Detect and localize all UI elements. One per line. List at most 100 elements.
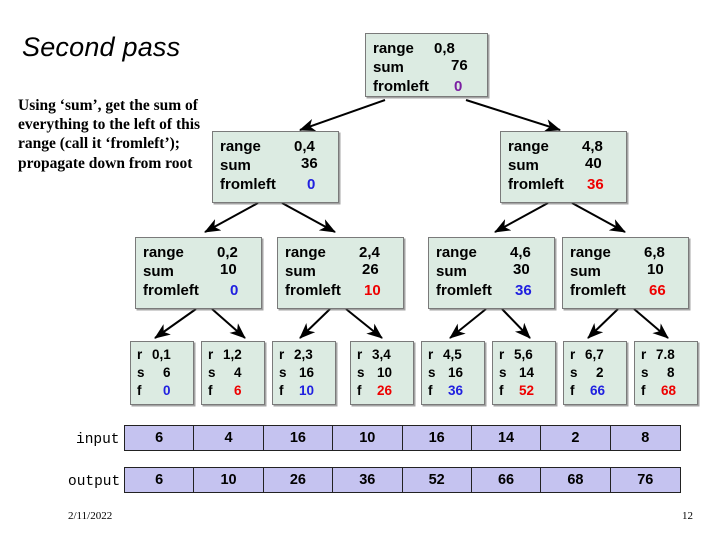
tree-leaf-0[interactable]: r 0,1 s 6 f 0 [130, 341, 194, 405]
node-value-fromleft: 0 [307, 176, 316, 193]
node-value-range: 0,1 [152, 347, 171, 362]
node-value-range: 4,6 [510, 244, 531, 261]
node-value-range: 7.8 [656, 347, 675, 362]
tree-leaf-3[interactable]: r 3,4 s 10 f 26 [350, 341, 414, 405]
input-array-cell[interactable]: 14 [472, 426, 542, 450]
node-value-fromleft: 10 [364, 282, 381, 299]
node-value-fromleft: 36 [515, 282, 532, 299]
tree-node-l1-0[interactable]: range 0,4 sum 36 fromleft 0 [212, 131, 339, 203]
node-label-fromleft: fromleft [570, 282, 626, 299]
input-array-cell[interactable]: 16 [403, 426, 472, 450]
output-array-cell[interactable]: 10 [194, 468, 264, 492]
input-array-cell[interactable]: 10 [333, 426, 403, 450]
node-label-sum: s [279, 365, 287, 380]
node-label-fromleft: f [641, 383, 646, 398]
node-value-fromleft: 66 [649, 282, 666, 299]
tree-node-l2-0[interactable]: range 0,2 sum 10 fromleft 0 [135, 237, 262, 309]
input-array-cell[interactable]: 6 [125, 426, 195, 450]
input-array-cell[interactable]: 4 [194, 426, 264, 450]
node-value-sum: 40 [585, 155, 602, 172]
node-label-range: r [208, 347, 214, 362]
input-array-cell[interactable]: 8 [641, 430, 650, 446]
description-text: Using ‘sum’, get the sum of everything t… [18, 97, 201, 172]
footer-date: 2/11/2022 [68, 510, 113, 522]
tree-leaf-7[interactable]: r 7.8 s 8 f 68 [634, 341, 698, 405]
page-title: Second pass [22, 32, 181, 62]
node-label-sum: s [428, 365, 436, 380]
node-value-sum: 16 [299, 365, 315, 380]
node-label-range: r [357, 347, 363, 362]
node-label-range: r [279, 347, 285, 362]
output-array-cell[interactable]: 66 [472, 468, 542, 492]
tree-node-root[interactable]: range 0,8 sum 76 fromleft 0 [365, 33, 488, 97]
node-value-fromleft: 0 [163, 383, 171, 398]
node-value-fromleft: 0 [454, 78, 463, 95]
node-label-sum: sum [373, 59, 404, 76]
node-label-range: range [143, 244, 184, 261]
tree-node-l2-2[interactable]: range 4,6 sum 30 fromleft 36 [428, 237, 555, 309]
output-array-cell[interactable]: 68 [541, 468, 611, 492]
node-value-range: 6,8 [644, 244, 665, 261]
node-label-range: r [641, 347, 647, 362]
node-value-sum: 16 [448, 365, 464, 380]
node-value-range: 4,5 [443, 347, 462, 362]
tree-leaf-6[interactable]: r 6,7 s 2 f 66 [563, 341, 627, 405]
output-array-cell[interactable]: 76 [637, 472, 654, 488]
tree-node-l2-1[interactable]: range 2,4 sum 26 fromleft 10 [277, 237, 404, 309]
node-label-sum: s [357, 365, 365, 380]
node-value-range: 0,4 [294, 138, 315, 155]
node-label-sum: s [208, 365, 216, 380]
tree-leaf-1[interactable]: r 1,2 s 4 f 6 [201, 341, 265, 405]
node-value-range: 2,4 [359, 244, 380, 261]
node-value-range: 4,8 [582, 138, 603, 155]
tree-node-l2-3[interactable]: range 6,8 sum 10 fromleft 66 [562, 237, 689, 309]
node-value-range: 5,6 [514, 347, 533, 362]
node-label-range: range [220, 138, 261, 155]
node-label-range: r [570, 347, 576, 362]
node-label-sum: sum [508, 157, 539, 174]
input-row-label: input [76, 432, 120, 448]
node-value-sum: 8 [667, 365, 675, 380]
node-value-sum: 2 [596, 365, 604, 380]
tree-leaf-5[interactable]: r 5,6 s 14 f 52 [492, 341, 556, 405]
output-array-cell[interactable]: 6 [125, 468, 195, 492]
node-value-sum: 14 [519, 365, 535, 380]
tree-node-l1-1[interactable]: range 4,8 sum 40 fromleft 36 [500, 131, 627, 203]
node-value-sum: 6 [163, 365, 171, 380]
node-label-fromleft: f [499, 383, 504, 398]
node-label-range: range [285, 244, 326, 261]
output-array-cell[interactable]: 36 [333, 468, 403, 492]
tree-leaf-2[interactable]: r 2,3 s 16 f 10 [272, 341, 336, 405]
output-array-cell[interactable]: 26 [264, 468, 334, 492]
node-label-sum: s [137, 365, 145, 380]
output-array-cell[interactable]: 52 [403, 468, 472, 492]
node-label-fromleft: fromleft [436, 282, 492, 299]
node-value-sum: 26 [362, 261, 379, 278]
node-value-range: 6,7 [585, 347, 604, 362]
node-label-fromleft: f [208, 383, 213, 398]
node-label-sum: sum [436, 263, 467, 280]
node-label-fromleft: f [279, 383, 284, 398]
node-label-sum: s [570, 365, 578, 380]
node-value-sum: 30 [513, 261, 530, 278]
node-label-range: range [373, 40, 414, 57]
node-value-fromleft: 52 [519, 383, 535, 398]
input-array-cell[interactable]: 2 [541, 426, 611, 450]
input-array-cell[interactable]: 16 [264, 426, 334, 450]
node-label-fromleft: f [137, 383, 142, 398]
node-value-fromleft: 36 [587, 176, 604, 193]
node-label-range: range [570, 244, 611, 261]
node-value-fromleft: 0 [230, 282, 239, 299]
output-row-label: output [68, 474, 121, 490]
tree-leaf-4[interactable]: r 4,5 s 16 f 36 [421, 341, 485, 405]
node-value-range: 1,2 [223, 347, 242, 362]
node-value-sum: 10 [377, 365, 393, 380]
node-label-fromleft: f [428, 383, 433, 398]
node-label-range: range [508, 138, 549, 155]
node-value-fromleft: 68 [661, 383, 677, 398]
node-value-sum: 36 [301, 155, 318, 172]
node-label-fromleft: fromleft [285, 282, 341, 299]
node-label-fromleft: f [570, 383, 575, 398]
